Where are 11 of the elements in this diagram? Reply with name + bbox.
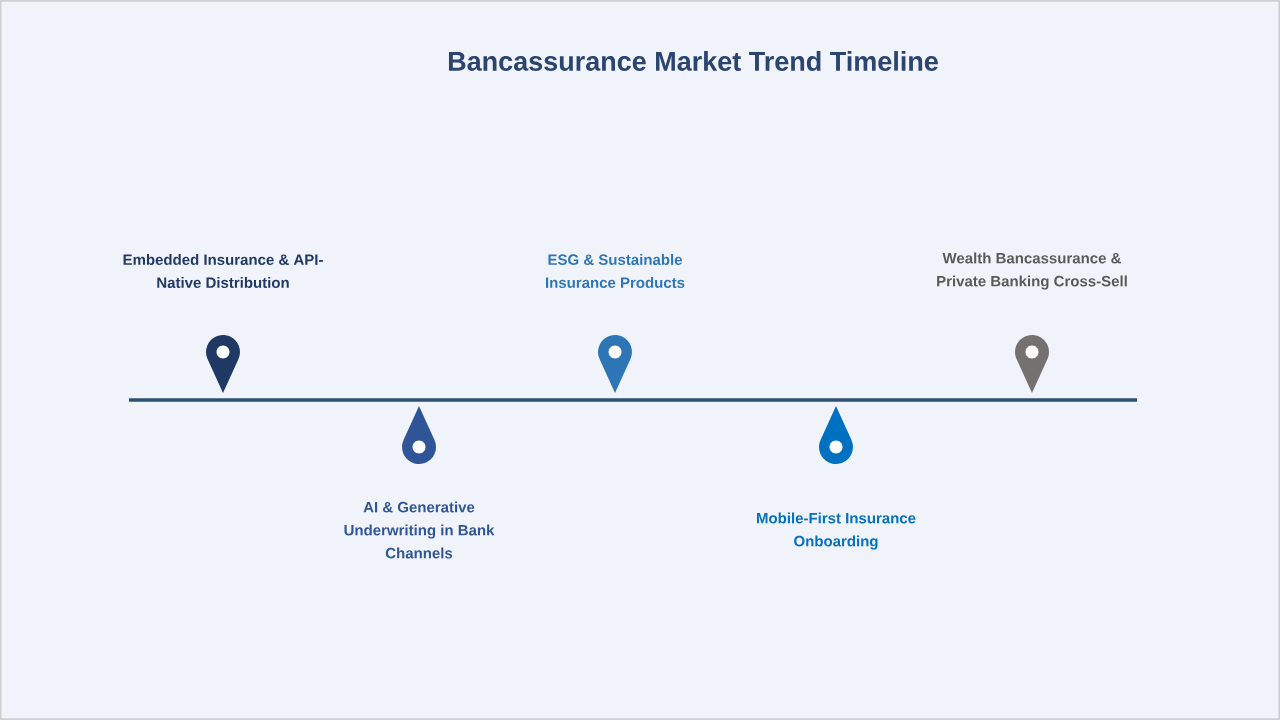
trend-label: AI & Generative Underwriting in Bank Channels [344, 501, 495, 559]
pin-marker [402, 406, 436, 464]
pin-marker [598, 335, 632, 393]
pin-marker [819, 406, 853, 464]
trend-label: Wealth Bancassurance & Private Banking Cross-Sell [937, 252, 1127, 290]
title: Bancassurance Market Trend Timeline [448, 51, 938, 71]
pin-marker [1015, 335, 1049, 393]
pin-marker [206, 335, 240, 393]
trend-label: Embedded Insurance & API- Native Distribution [123, 254, 323, 288]
trend-label: Mobile-First Insurance Onboarding [757, 512, 916, 550]
trend-label: ESG & Sustainable Insurance Products [546, 254, 685, 288]
